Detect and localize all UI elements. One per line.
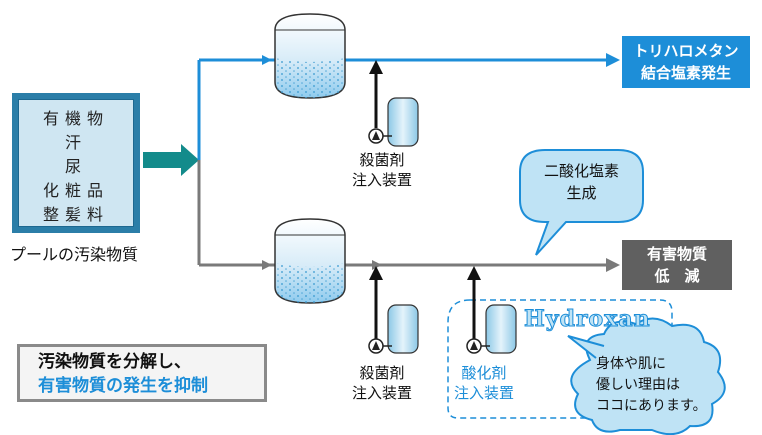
- injector-oxidizer-line1: 酸化剤: [461, 364, 507, 382]
- outcome-bottom-line1: 有害物質: [646, 245, 707, 263]
- hydroxan-logo: Hydroxan: [524, 306, 651, 333]
- injector-top-label: 殺菌剤 注入装置: [352, 150, 412, 190]
- injector-top-line2: 注入装置: [352, 171, 413, 189]
- injector-top-line1: 殺菌剤: [359, 151, 405, 169]
- chlorine-bubble-shape: [519, 149, 644, 256]
- reason-cloud-tail: [567, 335, 605, 359]
- reason-line1: 身体や肌に: [596, 356, 666, 372]
- tank-bottom: [274, 218, 346, 304]
- top-flow-line: [197, 53, 620, 160]
- pollutant-item: 整髪料: [42, 205, 109, 224]
- outcome-top-box: トリハロメタン 結合塩素発生: [622, 36, 750, 88]
- chlorine-bubble-line1: 二酸化塩素: [543, 162, 619, 180]
- pollutant-item: 有機物: [42, 109, 109, 128]
- pollutant-item: 尿: [64, 157, 87, 176]
- reason-line2: 優しい理由は: [596, 377, 680, 393]
- pollutant-caption: プールの汚染物質: [10, 245, 139, 264]
- reason-cloud-text: 身体や肌に 優しい理由は ココにあります。: [596, 354, 707, 417]
- injector-oxidizer-graphic: [466, 266, 517, 354]
- summary-line1: 汚染物質を分解し、: [38, 352, 191, 372]
- pollutant-list: 有機物 汗 尿 化粧品 整髪料: [19, 107, 133, 227]
- injector-oxidizer-label: 酸化剤 注入装置: [454, 363, 514, 403]
- outcome-bottom-line2: 低 減: [654, 267, 700, 285]
- chlorine-bubble-line2: 生成: [566, 184, 597, 202]
- hydroxan-dashed-region: [447, 299, 673, 419]
- chlorine-bubble: 二酸化塩素 生成: [520, 160, 643, 204]
- outcome-top-line2: 結合塩素発生: [640, 64, 731, 82]
- outcome-top-line1: トリハロメタン: [633, 42, 739, 60]
- source-flow-arrow: [143, 144, 199, 176]
- injector-top-graphic: [368, 60, 419, 147]
- tank-top: [274, 13, 346, 99]
- summary-box: 汚染物質を分解し、 有害物質の発生を抑制: [17, 344, 267, 402]
- injector-bottom-line2: 注入装置: [352, 384, 413, 402]
- injector-bottom-label: 殺菌剤 注入装置: [352, 363, 412, 403]
- injector-bottom-graphic: [368, 266, 419, 354]
- reason-cloud-shape: [570, 317, 726, 435]
- bottom-flow-line: [197, 160, 620, 272]
- pollutant-item: 汗: [64, 133, 87, 152]
- injector-oxidizer-line2: 注入装置: [454, 384, 515, 402]
- pollutant-box: 有機物 汗 尿 化粧品 整髪料: [12, 93, 140, 233]
- outcome-bottom-box: 有害物質 低 減: [622, 240, 732, 290]
- injector-bottom-line1: 殺菌剤: [359, 364, 405, 382]
- reason-line3: ココにあります。: [596, 398, 707, 414]
- pollutant-item: 化粧品: [42, 181, 109, 200]
- summary-line2: 有害物質の発生を抑制: [38, 376, 208, 396]
